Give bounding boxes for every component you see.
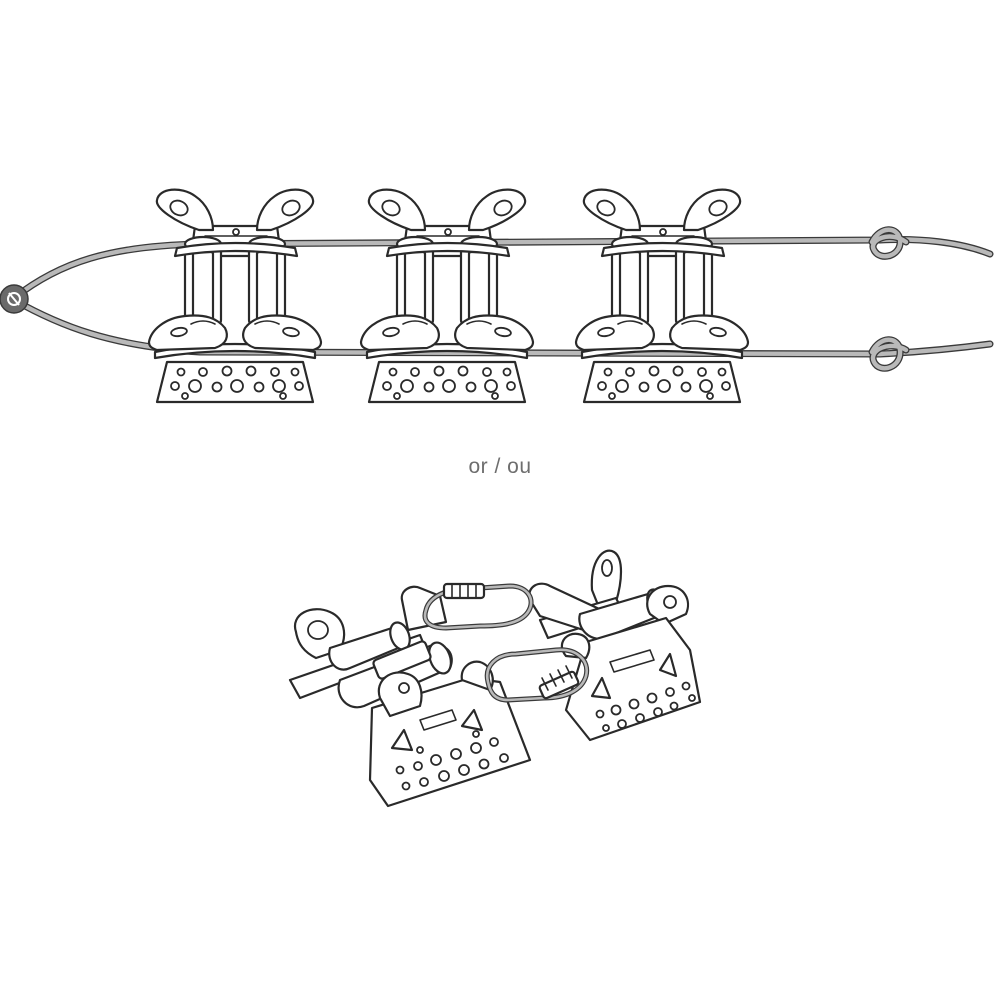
caption-or-ou: or / ou: [468, 455, 532, 478]
rope-loop-icon: [0, 284, 29, 314]
right-roller-unit: [528, 549, 702, 742]
upper-carabiner-icon: [422, 582, 534, 631]
roller-unit-2: [359, 188, 535, 404]
lower-knot-icon: [868, 336, 910, 372]
upper-knot-icon: [868, 226, 910, 260]
lower-carabiner-icon: [484, 647, 590, 703]
carabiner-linked-rollers-icon: [288, 549, 702, 808]
roller-unit-3: [574, 188, 750, 404]
left-roller-unit: [288, 585, 532, 808]
rope-ladder-rollers-icon: [0, 188, 994, 404]
roller-unit-1: [147, 188, 323, 404]
